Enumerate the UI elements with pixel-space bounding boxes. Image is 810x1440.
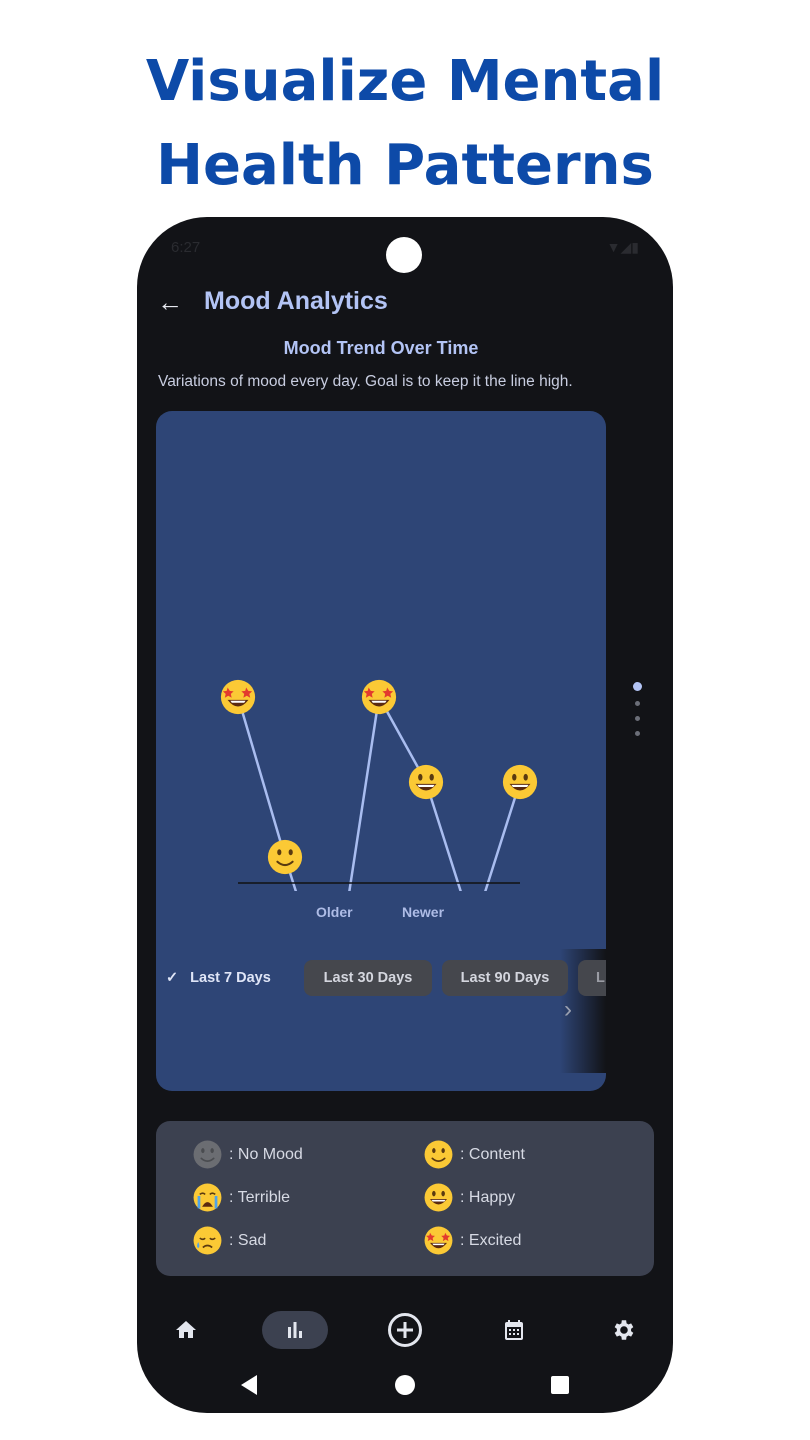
headline-line-2: Health Patterns [156, 133, 654, 198]
content-emoji-icon [424, 1140, 453, 1169]
data-point-happy[interactable] [502, 764, 538, 800]
sad-emoji-icon [193, 1226, 222, 1255]
back-arrow-icon[interactable]: ← [157, 287, 183, 317]
legend-item-no-mood: : No Mood [192, 1139, 303, 1170]
happy-emoji-icon [424, 1183, 453, 1212]
chip-last-90-days[interactable]: Last 90 Days [442, 960, 568, 996]
phone-frame: 6:27 ▼◢▮ ← Mood Analytics Mood Trend Ove… [137, 217, 673, 1413]
mood-chart-card: Older Newer ✓ Last 7 Days Last 30 Days La… [156, 411, 606, 1091]
legend-label: : Sad [229, 1231, 267, 1249]
page-dot[interactable] [635, 701, 640, 706]
excited-emoji-icon [361, 679, 397, 715]
calendar-icon [505, 1320, 523, 1340]
legend-label: : Excited [460, 1231, 522, 1249]
x-label-newer: Newer [402, 904, 445, 920]
time-filter-chips: ✓ Last 7 Days Last 30 Days Last 90 Days L [156, 960, 606, 996]
page-dot[interactable] [635, 731, 640, 736]
nav-home[interactable] [167, 1311, 205, 1349]
section-description: Variations of mood every day. Goal is to… [158, 373, 573, 390]
chip-last-30-days[interactable]: Last 30 Days [304, 960, 432, 996]
headline-line-1: Visualize Mental [145, 49, 665, 114]
nav-analytics[interactable] [262, 1311, 328, 1349]
page-dot[interactable] [635, 716, 640, 721]
legend-item-excited: : Excited [423, 1225, 521, 1256]
signal-icon: ◢ [620, 239, 632, 255]
no-mood-emoji-icon [193, 1140, 222, 1169]
data-point-content[interactable] [267, 839, 303, 875]
data-point-excited[interactable] [220, 679, 256, 715]
content-emoji-icon [267, 839, 303, 875]
bottom-navigation [137, 1311, 673, 1351]
battery-icon: ▮ [631, 239, 639, 255]
legend-label: : No Mood [229, 1145, 303, 1163]
mood-legend: : No Mood : Content : Terrible : Happy : Sad… [156, 1121, 654, 1276]
chip-last-7-days[interactable]: ✓ Last 7 Days [166, 960, 296, 996]
nav-calendar[interactable] [494, 1311, 534, 1349]
legend-item-content: : Content [423, 1139, 525, 1170]
chip-label: Last 7 Days [190, 970, 271, 986]
legend-label: : Content [460, 1145, 525, 1163]
page-indicator[interactable] [633, 682, 642, 746]
system-home-icon[interactable] [394, 1374, 416, 1396]
x-label-older: Older [316, 904, 353, 920]
happy-emoji-icon [502, 764, 538, 800]
check-icon: ✓ [166, 970, 179, 986]
data-point-happy[interactable] [408, 764, 444, 800]
add-circle-icon [388, 1313, 422, 1347]
nav-add[interactable] [385, 1311, 425, 1349]
legend-label: : Happy [460, 1188, 516, 1206]
terrible-emoji-icon [193, 1183, 222, 1212]
gear-icon [614, 1320, 634, 1340]
wifi-icon: ▼ [606, 239, 621, 255]
excited-emoji-icon [220, 679, 256, 715]
system-navigation [137, 1369, 673, 1399]
camera-cutout [386, 237, 422, 273]
system-recents-icon[interactable] [550, 1375, 570, 1395]
chip-more[interactable]: L [578, 960, 606, 996]
nav-settings[interactable] [603, 1311, 643, 1349]
section-title: Mood Trend Over Time [283, 338, 479, 358]
legend-label: : Terrible [229, 1188, 291, 1206]
legend-item-terrible: : Terrible [192, 1182, 290, 1213]
happy-emoji-icon [408, 764, 444, 800]
home-icon [176, 1321, 196, 1338]
data-point-excited[interactable] [361, 679, 397, 715]
system-back-icon[interactable] [239, 1374, 259, 1396]
legend-item-happy: : Happy [423, 1182, 515, 1213]
bar-chart-icon [288, 1322, 302, 1338]
page-dot-active[interactable] [633, 682, 642, 691]
legend-item-sad: : Sad [192, 1225, 266, 1256]
status-time: 6:27 [171, 239, 201, 256]
status-icons: ▼◢▮ [607, 239, 639, 256]
chevron-right-icon[interactable]: › [564, 996, 572, 1023]
excited-emoji-icon [424, 1226, 453, 1255]
headline: Visualize Mental Health Patterns [0, 40, 810, 208]
mood-line-chart [220, 679, 538, 891]
page-title: Mood Analytics [204, 287, 388, 315]
